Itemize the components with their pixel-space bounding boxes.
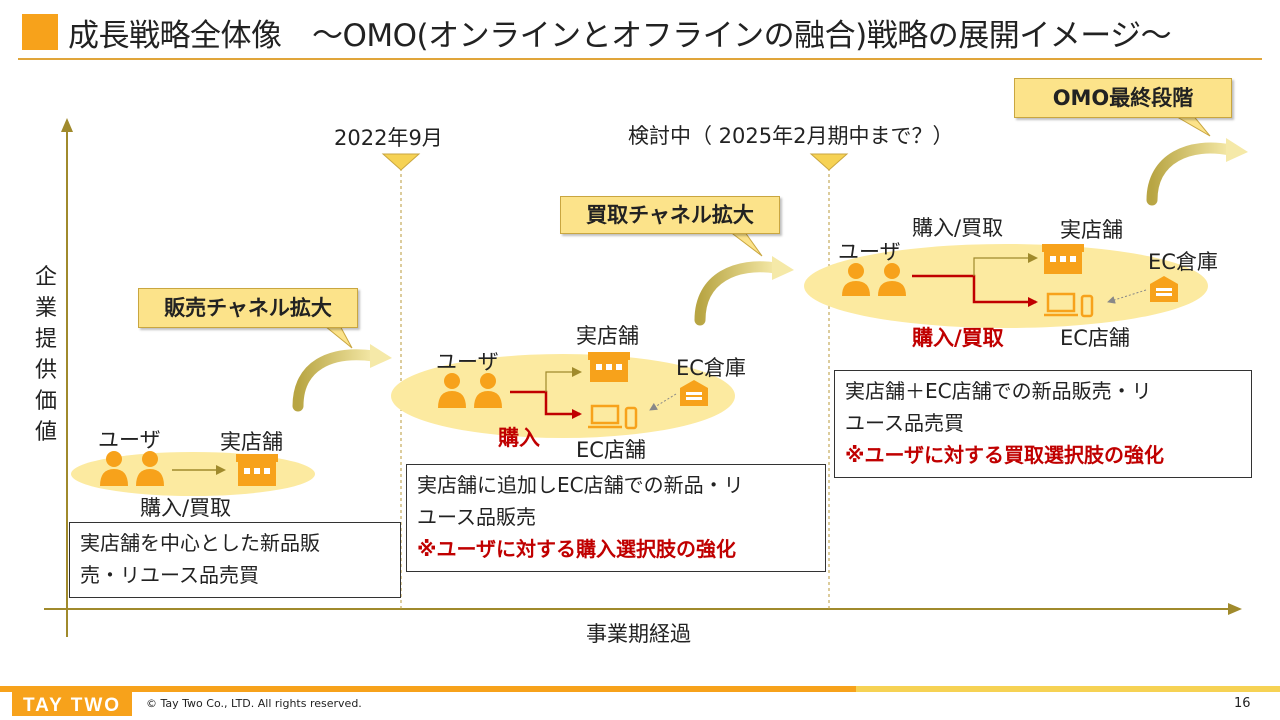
stage1-users-icon [100, 451, 164, 486]
stage3-desc-emphasis: ※ユーザに対する買取選択肢の強化 [845, 443, 1165, 467]
y-axis [61, 118, 73, 637]
stage1-desc-line1: 実店舗を中心とした新品販 [80, 531, 320, 555]
footer-bar-yellow [856, 686, 1280, 692]
stage1-user-label: ユーザ [98, 428, 161, 452]
milestone-1-label: 2022年9月 [334, 126, 443, 150]
stage2-user-label: ユーザ [436, 350, 499, 374]
stage2-users-icon [438, 373, 502, 408]
stage1-description-box: 実店舗を中心とした新品販 売・リユース品売買 [69, 522, 401, 598]
stage3-desc-line1: 実店舗＋EC店舗での新品販売・リ [845, 379, 1152, 403]
stage3-warehouse-label: EC倉庫 [1148, 250, 1218, 274]
stage2-desc-line1: 実店舗に追加しEC店舗での新品・リ [417, 473, 744, 497]
footer-logo-text: TAY TWO [23, 695, 121, 716]
stage3-flow-bottom-label: 購入/買取 [912, 326, 1004, 350]
stage3-user-label: ユーザ [838, 240, 901, 264]
stage3-store-label: 実店舗 [1060, 218, 1123, 242]
growth-arrow-2 [694, 256, 794, 326]
footer-bar-orange [0, 686, 856, 692]
stage3-ec-device-icon [1044, 292, 1094, 318]
stage2-ec-device-icon [588, 404, 638, 430]
stage3-store-icon [1042, 244, 1084, 274]
stage3-flow-arrows [912, 253, 1147, 307]
stage1-store-icon [236, 454, 278, 486]
stage2-warehouse-icon [680, 380, 708, 406]
stage3-desc-line2: ユース品売買 [845, 411, 964, 435]
x-axis-label: 事業期経過 [586, 622, 691, 646]
stage2-warehouse-label: EC倉庫 [676, 356, 746, 380]
stage3-flow-top-label: 購入/買取 [912, 216, 1004, 240]
y-axis-label: 企業提供価値 [34, 265, 57, 445]
footer-logo: TAY TWO [12, 692, 132, 716]
stage2-desc-line2: ユース品販売 [417, 505, 536, 529]
title-square-icon [22, 14, 58, 50]
stage2-ellipse [391, 354, 735, 438]
page-number: 16 [1234, 696, 1251, 711]
callout-sales-channel: 販売チャネル拡大 [138, 288, 358, 328]
growth-arrow-3 [1146, 138, 1248, 206]
stage3-ellipse [804, 244, 1208, 328]
callout-purchase-channel: 買取チャネル拡大 [560, 196, 780, 234]
stage3-ec-label: EC店舗 [1060, 326, 1130, 350]
stage1-desc-line2: 売・リユース品売買 [80, 563, 259, 587]
milestone-2-marker [809, 153, 849, 609]
x-axis [44, 603, 1242, 615]
milestone-2-label: 検討中（ 2025年2月期中まで？） [628, 124, 954, 148]
stage2-flow-label: 購入 [498, 426, 540, 450]
stage2-store-icon [588, 352, 630, 382]
milestone-1-marker [381, 153, 421, 609]
title-underline [18, 58, 1262, 60]
stage3-description-box: 実店舗＋EC店舗での新品販売・リ ユース品売買 ※ユーザに対する買取選択肢の強化 [834, 370, 1252, 478]
stage3-users-icon [842, 263, 906, 296]
stage1-flow-label: 購入/買取 [140, 496, 232, 520]
stage2-desc-emphasis: ※ユーザに対する購入選択肢の強化 [417, 537, 737, 561]
footer-copyright: © Tay Two Co., LTD. All rights reserved. [146, 697, 362, 710]
callout-omo-final: OMO最終段階 [1014, 78, 1232, 118]
stage2-flow-arrows [510, 367, 677, 419]
stage2-store-label: 実店舗 [576, 324, 639, 348]
stage2-description-box: 実店舗に追加しEC店舗での新品・リ ユース品販売 ※ユーザに対する購入選択肢の強… [406, 464, 826, 572]
stage2-ec-label: EC店舗 [576, 438, 646, 462]
stage3-warehouse-icon [1150, 276, 1178, 302]
stage1-store-label: 実店舗 [220, 430, 283, 454]
page-title: 成長戦略全体像 ～OMO(オンラインとオフラインの融合)戦略の展開イメージ～ [68, 18, 1172, 54]
growth-arrow-1 [292, 344, 392, 412]
